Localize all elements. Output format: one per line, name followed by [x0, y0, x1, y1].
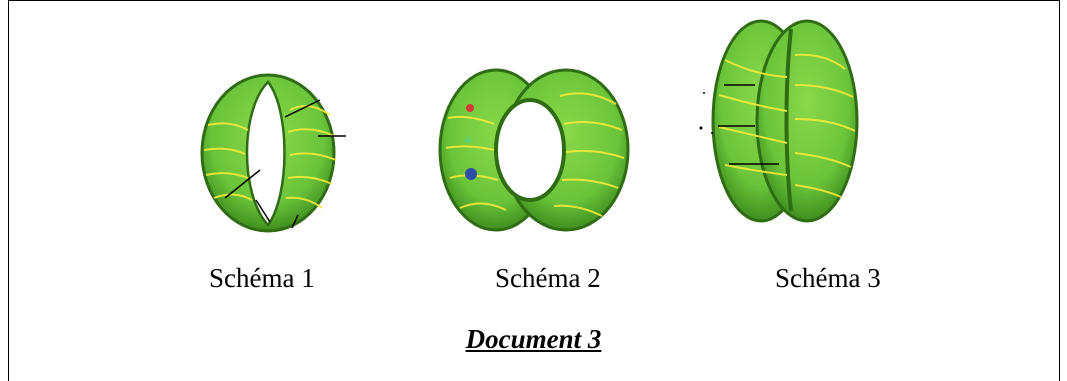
- schema-2-figure: [438, 68, 630, 232]
- schema-1-figure: [200, 73, 346, 233]
- stoma-slit: [784, 28, 793, 212]
- speck: [711, 132, 713, 134]
- green-triangle: [464, 136, 472, 142]
- schema-3-figure: [699, 19, 859, 223]
- stoma-pore: [245, 80, 286, 227]
- speck: [699, 126, 703, 130]
- marker-gap: [260, 158, 270, 166]
- schema-1-label: Schéma 1: [209, 263, 315, 293]
- red-dot: [466, 104, 474, 112]
- cellulose-fibers: [445, 92, 625, 217]
- schema-2-label: Schéma 2: [495, 263, 601, 293]
- blue-dot: [465, 168, 477, 180]
- document-frame: [8, 0, 1060, 381]
- speck: [703, 92, 705, 94]
- document-title: Document 3: [465, 324, 602, 354]
- cellulose-fibers: [203, 105, 337, 209]
- annotation-lines: [718, 84, 779, 165]
- guard-cell-right: [755, 19, 859, 223]
- stoma-pore: [494, 98, 566, 202]
- annotation-lines: [224, 99, 346, 229]
- schema-3-label: Schéma 3: [775, 263, 881, 293]
- cellulose-fibers: [718, 53, 856, 198]
